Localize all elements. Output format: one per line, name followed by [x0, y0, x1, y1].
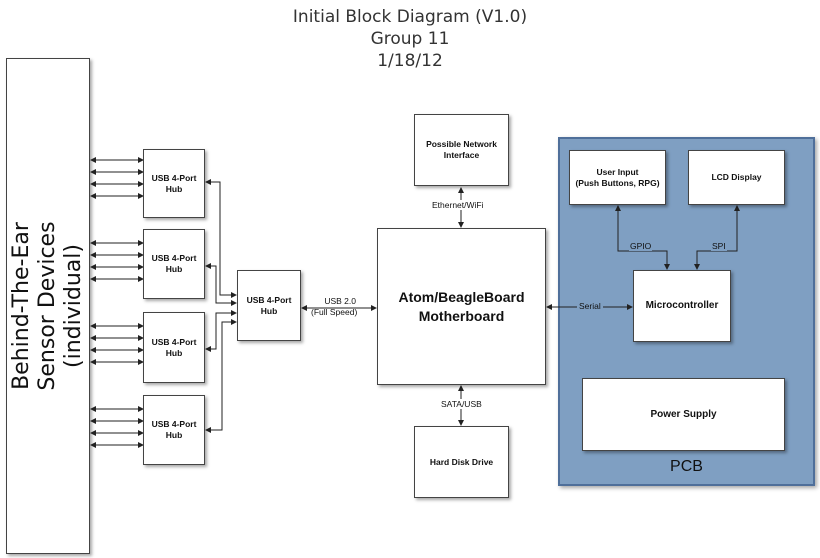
- usb-label-line1: USB 2.0: [324, 296, 356, 306]
- title-line-3: 1/18/12: [377, 51, 443, 71]
- motherboard-line2: Motherboard: [418, 307, 505, 324]
- motherboard-line1: Atom/BeagleBoard: [398, 288, 525, 305]
- usb-label-line2: (Full Speed): [311, 307, 358, 317]
- usb-label: USB 2.0 (Full Speed): [311, 296, 357, 318]
- usb-hub-3-line2: Hub: [165, 347, 183, 358]
- hard-disk-drive-box: Hard Disk Drive: [414, 426, 509, 498]
- usb-hub-1-line2: Hub: [165, 183, 183, 194]
- usb-hub-3-line1: USB 4-Port: [151, 336, 197, 347]
- power-supply-label: Power Supply: [650, 408, 717, 420]
- title-line-1: Initial Block Diagram (V1.0): [292, 7, 528, 27]
- microcontroller-box: Microcontroller: [633, 270, 731, 342]
- network-line2: Interface: [443, 150, 480, 160]
- spi-label: SPI: [711, 241, 727, 251]
- pcb-label: PCB: [670, 458, 703, 475]
- lcd-display-label: LCD Display: [711, 172, 762, 182]
- usb-hub-1-line1: USB 4-Port: [151, 172, 197, 183]
- user-input-line2: (Push Buttons, RPG): [575, 177, 660, 188]
- user-input-box: User Input(Push Buttons, RPG): [569, 150, 666, 205]
- usb-hub-4-line2: Hub: [165, 430, 183, 440]
- hard-disk-label: Hard Disk Drive: [429, 456, 494, 467]
- sensor-devices-box: [6, 58, 90, 554]
- network-line1: Possible Network: [426, 139, 497, 149]
- diagram-title: Initial Block Diagram (V1.0) Group 11 1/…: [0, 6, 820, 72]
- usb-hub-2-line1: USB 4-Port: [151, 253, 197, 263]
- usb-hub-4-line1: USB 4-Port: [151, 419, 197, 429]
- power-supply-box: Power Supply: [582, 378, 785, 451]
- title-line-2: Group 11: [370, 29, 450, 49]
- gpio-label: GPIO: [629, 241, 653, 251]
- ethernet-label: Ethernet/WiFi: [431, 200, 485, 210]
- serial-label: Serial: [577, 301, 603, 311]
- user-input-line1: User Input: [596, 166, 639, 177]
- usb-main-hub-line2: Hub: [260, 305, 278, 316]
- hub-to-main-hub-links: [205, 179, 237, 433]
- lcd-display-box: LCD Display: [688, 150, 785, 205]
- sata-label: SATA/USB: [440, 399, 483, 409]
- microcontroller-label: Microcontroller: [645, 300, 719, 311]
- usb-hub-2-line2: Hub: [165, 264, 183, 274]
- usb-main-hub-line1: USB 4-Port: [246, 294, 292, 305]
- sensor-hub-links: [90, 157, 144, 448]
